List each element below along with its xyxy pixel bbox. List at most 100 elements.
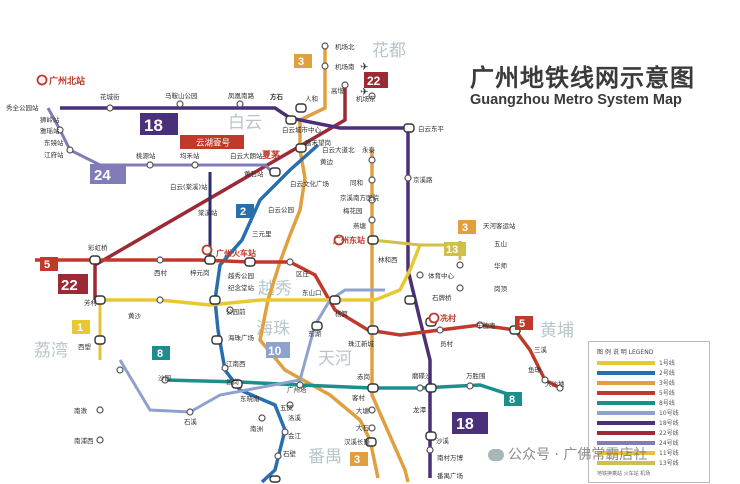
- district-huadu: 花都: [372, 41, 406, 61]
- interchange-station: [209, 295, 221, 305]
- legend-row: 8号线: [597, 398, 705, 407]
- line-badge-label: 2: [240, 206, 246, 218]
- station-dot: [176, 100, 184, 108]
- station-label: 沙园: [158, 374, 171, 382]
- station-label: 南村万博: [437, 453, 464, 462]
- station-dot: [186, 408, 194, 416]
- interchange-station: [244, 257, 256, 267]
- interchange-station: [211, 335, 223, 345]
- line-badge-label: 3: [462, 222, 468, 234]
- station-dot: [286, 258, 294, 266]
- station-label: 华师: [494, 261, 508, 270]
- station-dot: [466, 382, 474, 390]
- station-dot: [226, 306, 234, 314]
- station-label: 冼村: [440, 313, 456, 323]
- station-label: 白云文化广场: [290, 179, 330, 188]
- legend-swatch: [597, 391, 655, 395]
- interchange-station: [269, 475, 281, 483]
- legend-swatch: [597, 441, 655, 445]
- station-dot: [404, 174, 412, 182]
- station-label: 沙溪: [436, 436, 450, 445]
- station-label: 珠江新城: [348, 339, 375, 348]
- line-5-route: [35, 258, 561, 390]
- line-badge: [515, 316, 533, 330]
- station-dot: [368, 406, 376, 414]
- watermark: 公众号 · 广佛常霸店社: [488, 444, 647, 464]
- station-label: 江府站: [44, 150, 64, 159]
- station-dot: [56, 126, 64, 134]
- interchange-station: [295, 143, 307, 153]
- station-dot: [456, 261, 464, 269]
- station-label: 天河客运站: [483, 221, 516, 230]
- line-badge: [504, 392, 522, 406]
- station-label: 方石: [270, 92, 284, 101]
- station-label: 白云公园: [268, 205, 294, 214]
- station-dot: [106, 104, 114, 112]
- station-label: 均禾站: [180, 151, 200, 160]
- station-dot: [274, 452, 282, 460]
- station-label: 白云大朗站: [230, 151, 263, 160]
- station-label: 东山口: [302, 288, 322, 297]
- station-dot: [368, 92, 376, 100]
- district-baiyun: 白云: [228, 113, 262, 133]
- legend-label: 13号线: [659, 460, 679, 467]
- station-label: 大沙地: [545, 379, 565, 388]
- legend-swatch: [597, 361, 655, 365]
- station-label: 彩虹桥: [88, 243, 108, 252]
- interchange-station: [367, 383, 379, 393]
- map-title: 广州地铁线网示意图: [470, 64, 695, 92]
- station-label: 桃源站: [136, 151, 156, 160]
- legend-footer: 地铁换乘站 火车站 机场: [597, 471, 651, 477]
- line-badge: [90, 164, 126, 184]
- line-badge-label: 5: [519, 318, 525, 330]
- station-label: 广州火车站: [216, 248, 256, 258]
- station-dot: [156, 256, 164, 264]
- station-dot: [258, 414, 266, 422]
- line-badge-label: 8: [157, 348, 163, 360]
- station-dot: [368, 216, 376, 224]
- interchange-station: [89, 255, 101, 265]
- railway-station-icon: [36, 74, 48, 86]
- interchange-station: [94, 295, 106, 305]
- station-label: 客村: [352, 393, 366, 402]
- line-badge: [350, 452, 368, 466]
- district-huangpu: 黄埔: [540, 321, 574, 341]
- station-dot: [436, 326, 444, 334]
- station-label: 林和西: [378, 255, 398, 264]
- station-label: 棠溪站: [198, 208, 218, 217]
- legend-row: 10号线: [597, 408, 705, 417]
- legend-row: 2号线: [597, 368, 705, 377]
- line-badge: [444, 242, 466, 256]
- legend-label: 2号线: [659, 370, 675, 377]
- line-badge-label: 1: [77, 322, 83, 334]
- station-label: 雅瑶站: [40, 126, 60, 135]
- legend-label: 10号线: [659, 410, 679, 417]
- station-dot: [96, 406, 104, 414]
- station-tag: [180, 135, 244, 149]
- line-badge-label: 18: [144, 116, 163, 135]
- district-panyu: 番禺: [308, 447, 342, 467]
- station-label: 昌岗: [226, 378, 239, 386]
- station-label: 永泰: [362, 145, 376, 154]
- station-label: 花城街: [100, 92, 120, 101]
- watermark-text: 公众号 · 广佛常霸店社: [508, 447, 648, 463]
- station-label: 石壁: [283, 449, 297, 458]
- station-dot: [368, 176, 376, 184]
- station-label: 狮岭站: [40, 115, 60, 124]
- legend-row: 13号线: [597, 458, 705, 467]
- line-badge: [266, 342, 290, 358]
- station-label: 凤凰南路: [228, 91, 255, 100]
- station-label: 京溪路: [413, 175, 433, 184]
- station-label: 大石: [356, 423, 370, 432]
- station-label: 白云东平: [418, 124, 445, 133]
- legend-swatch: [597, 431, 655, 435]
- station-dot: [221, 364, 229, 372]
- interchange-station: [311, 321, 323, 331]
- station-dot: [96, 436, 104, 444]
- legend: 图 例 说 明 LEGEND 1号线 2号线 3号线 5号线 8号线 10号线 …: [588, 341, 710, 483]
- station-label: 黄边: [320, 157, 334, 166]
- station-dot: [296, 381, 304, 389]
- map-subtitle: Guangzhou Metro System Map: [470, 92, 682, 108]
- legend-label: 5号线: [659, 390, 675, 397]
